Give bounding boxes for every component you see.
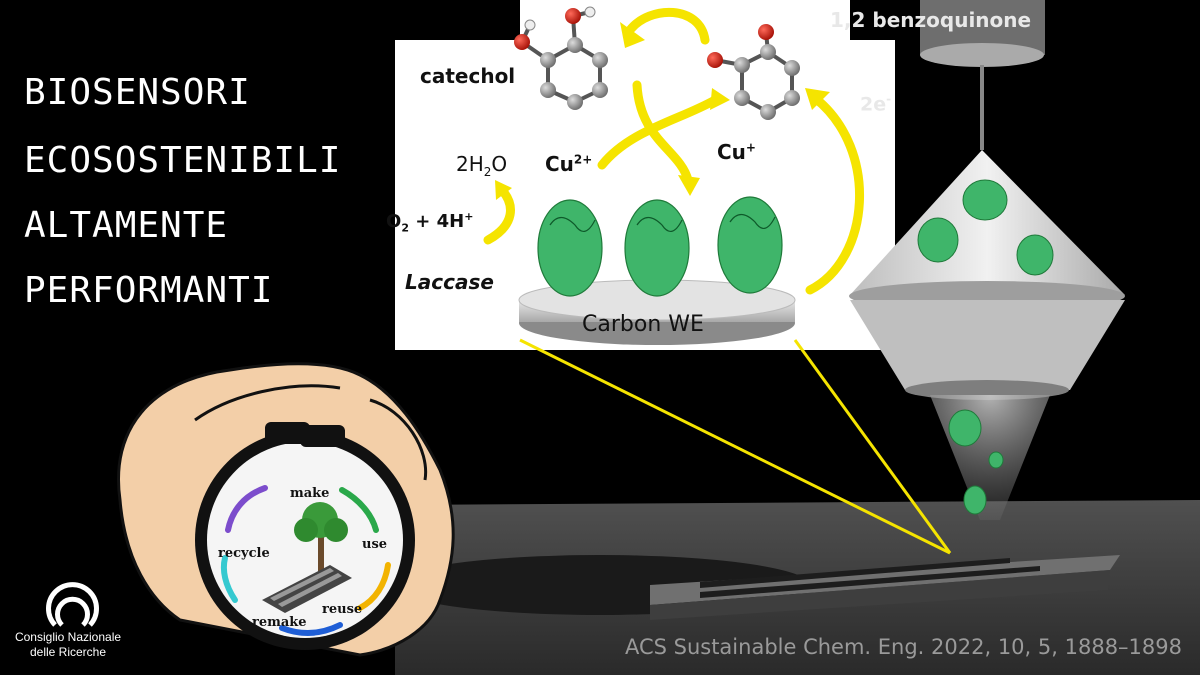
- carbon-electrode-disk: [518, 279, 796, 345]
- title-line-3: ALTAMENTE: [24, 205, 229, 246]
- oxygen-label: O2 + 4H+: [386, 210, 473, 235]
- citation: ACS Sustainable Chem. Eng. 2022, 10, 5, …: [624, 635, 1182, 659]
- catechol-molecule: [514, 6, 608, 110]
- zoom-lines: [519, 338, 952, 555]
- catechol-label: catechol: [420, 64, 516, 88]
- cycle-arrows: [220, 485, 391, 636]
- cnr-line-1: Consiglio Nazionale: [14, 630, 122, 644]
- cnr-logo-mark: [46, 582, 99, 627]
- water-sub: 2: [483, 165, 492, 179]
- title-line-2: ECOSOSTENIBILI: [24, 140, 342, 181]
- oxygen-text: O: [386, 211, 402, 232]
- oxygen-sup: +: [464, 210, 474, 223]
- protein-particles: [917, 179, 1054, 515]
- cycle-label-recycle: recycle: [218, 546, 270, 561]
- electrons-label: 2e-: [860, 92, 891, 115]
- cu1-label: Cu+: [717, 140, 756, 164]
- cu2-sup: 2+: [573, 152, 593, 167]
- cycle-label-remake: remake: [252, 615, 307, 630]
- electrode-label: Carbon WE: [582, 312, 704, 337]
- cnr-logo-text: Consiglio Nazionale delle Ricerche: [8, 630, 128, 660]
- oxygen-rest: + 4H: [408, 211, 465, 232]
- cycle-label-reuse: reuse: [322, 602, 363, 617]
- title-line-1: BIOSENSORI: [24, 72, 251, 113]
- screen-printed-electrode: [650, 555, 1120, 620]
- arrow-heads: [495, 22, 830, 200]
- cu2-label: Cu2+: [545, 152, 592, 176]
- water-text: 2H: [456, 152, 484, 176]
- cu1-text: Cu: [717, 140, 746, 164]
- cycle-label-make: make: [290, 486, 330, 501]
- laccase-proteins: [537, 196, 783, 297]
- benzoquinone-molecule: [707, 24, 800, 120]
- reaction-arrows: [483, 7, 865, 295]
- water-end: O: [491, 152, 508, 176]
- tree-electrode-icon: [262, 502, 352, 613]
- cu1-sup: +: [745, 140, 756, 155]
- cu2-text: Cu: [545, 152, 574, 176]
- water-label: 2H2O: [456, 152, 507, 179]
- title-line-4: PERFORMANTI: [24, 270, 274, 311]
- electrons-text: 2e: [860, 93, 887, 116]
- laccase-label: Laccase: [405, 270, 494, 294]
- benzoquinone-label: 1,2 benzoquinone: [830, 8, 1032, 32]
- electrons-sup: -: [886, 92, 892, 106]
- cnr-line-2: delle Ricerche: [29, 645, 107, 659]
- cycle-label-use: use: [362, 537, 388, 552]
- oxygen-sub: 2: [401, 221, 409, 235]
